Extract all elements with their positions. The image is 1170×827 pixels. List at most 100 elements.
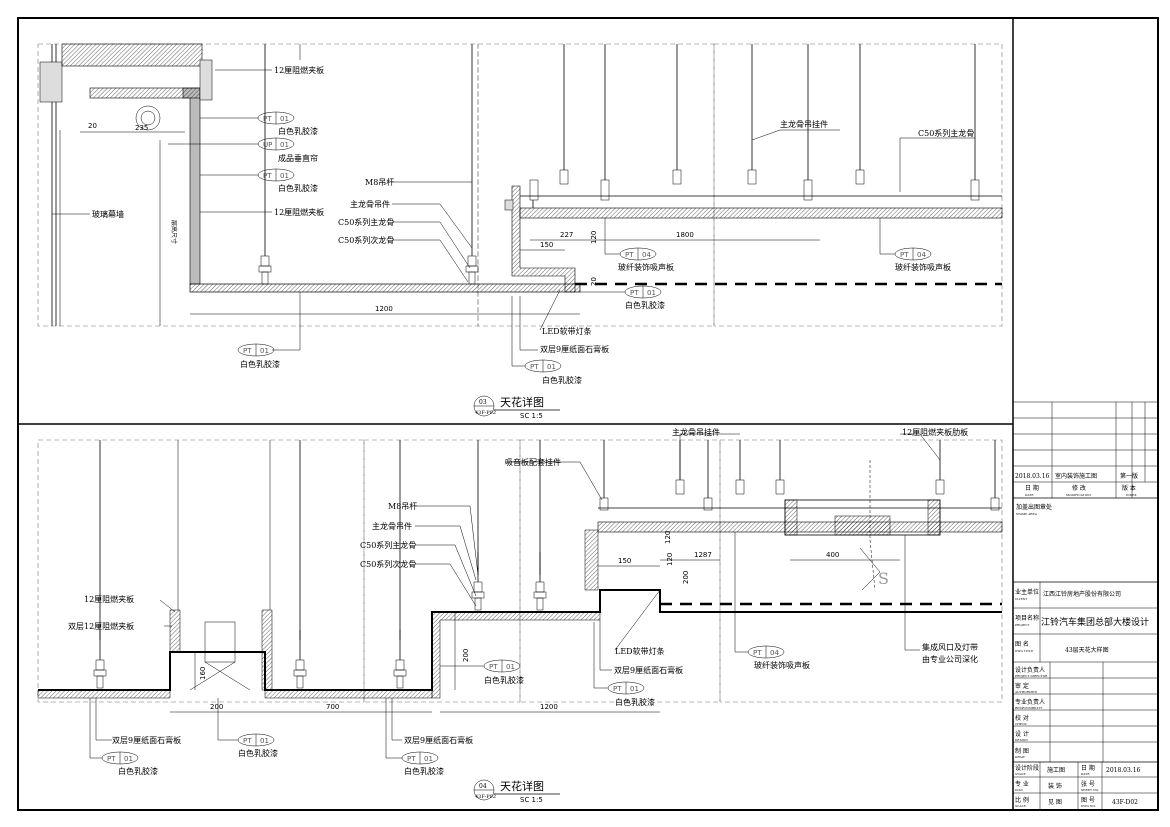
label-paint-a: 白色乳胶漆 [278,126,318,136]
right-hangers-04 [599,440,1000,511]
label-gypsum-m: 双层9厘纸面石膏板 [404,735,473,745]
label-c50-main: C50系列主龙骨 [338,217,394,227]
label-gypsum-r: 双层9厘纸面石膏板 [614,665,683,675]
labels-03: 12厘阻燃夹板 PT 01 白色乳胶漆 UP 01 成品垂直帘 PT 01 白色… [52,65,975,385]
detail-title-03: 03 43F-P02 天花详图 SC 1:5 [473,395,560,420]
label-acoustic-hanger: 吸音板配套挂件 [505,457,561,467]
ceiling-height-label: 层高尺寸 [170,220,178,244]
dim-160: 160 [199,667,207,680]
label-hanger-top: 主龙骨吊挂件 [672,427,720,437]
tag-code: 01 [280,115,289,123]
tag-code: 01 [506,663,515,671]
tag-pt: PT [263,172,272,180]
stamp-label: 加盖出图章处 [1016,503,1052,511]
label-c50-main-r: C50系列主龙骨 [918,128,974,138]
label-c50-sub: C50系列次龙骨 [360,559,416,569]
tag-pt: PT [630,289,639,297]
sheet-label-en: SHEET NO. [1081,788,1099,792]
dim-20b: 20 [590,277,598,286]
label-c50-sub: C50系列次龙骨 [338,235,394,245]
label-fiber-l: 玻纤装饰吸声板 [618,262,674,272]
detail-number: 03 [479,399,487,406]
date-value: 2018.03.16 [1106,767,1141,774]
label-paint-e: 白色乳胶漆 [240,359,280,369]
dim-400: 400 [826,551,839,559]
tag-code: 01 [280,141,289,149]
label-hanger-r: 主龙骨吊挂件 [780,119,828,129]
label-board12-mid: 12厘阻燃夹板 [274,207,324,217]
h-mod-en: MODIFICATION [1066,493,1091,497]
detail-scale: SC 1:5 [520,412,543,420]
tag-code: 01 [260,737,269,745]
label-hanger: 主龙骨吊件 [372,521,412,531]
tag-code: 01 [547,363,556,371]
dim-150: 150 [540,241,553,249]
tag-pt: PT [243,737,252,745]
dim-120: 120 [666,553,674,566]
rev-ver: 第一版 [1120,472,1138,480]
label-c50-main: C50系列主龙骨 [360,540,416,550]
role-en: AUTHORIZED [1014,690,1037,694]
label-paint-d: 白色乳胶漆 [542,375,582,385]
outer-frame [17,17,1159,811]
tag-pt: PT [530,363,539,371]
tag-pt: PT [753,649,762,657]
detail-04: S 150 1287 120 200 400 200 160 200 700 1… [37,427,1003,804]
dim-20: 20 [88,122,97,130]
dim-1200: 1200 [375,305,393,313]
role-cn: 校 对 [1015,714,1029,722]
tag-code: 01 [647,289,656,297]
stage-label: 设计阶段 [1015,764,1039,772]
dim-1200: 1200 [540,703,558,711]
client-label: 业主单位 [1015,588,1039,596]
h-ver: 版 本 [1122,484,1136,492]
label-paint-c: 白色乳胶漆 [625,300,665,310]
tag-pt: PT [613,685,622,693]
tag-code: 01 [280,172,289,180]
major-value: 装 饰 [1048,782,1062,790]
project-label: 项目名称 [1015,614,1039,622]
label-m8: M8吊杆 [365,177,394,187]
dim-200v: 200 [462,649,470,662]
role-cn: 设 计 [1015,730,1029,738]
major-label-en: DISC [1015,788,1024,792]
h-date-en: DATE [1025,493,1034,497]
role-cn: 制 图 [1015,747,1029,755]
labels-04: 主龙骨吊挂件 12厘阻燃夹板肋板 吸音板配套挂件 M8吊杆 主龙骨吊件 C50系… [68,427,978,776]
detail-title: 天花详图 [500,779,544,793]
detail-title: 天花详图 [500,395,544,409]
detail-03: 1200 20 235 227 150 1800 120 20 层高尺寸 12厘… [37,43,1003,420]
dim-200h: 200 [210,703,223,711]
sheet-no-value: 43F-D02 [1112,799,1138,806]
tag-pt: PT [625,251,634,259]
label-double-board12: 双层12厘阻燃夹板 [68,621,134,631]
label-curtain: 成品垂直帘 [278,153,318,163]
tag-pt: PT [243,347,252,355]
dwgno-label-en: DWG NO. [1081,804,1096,808]
label-paint-m: 白色乳胶漆 [404,766,444,776]
detail-title-04: 04 43F-P02 天花详图 SC 1:5 [473,779,560,804]
major-label: 专 业 [1015,780,1029,788]
dims-04: 150 1287 120 200 400 200 160 200 700 120… [170,531,900,713]
dims-03: 1200 20 235 227 150 1800 120 20 层高尺寸 [80,122,820,326]
vent-box: S [784,460,941,591]
detail-number: 04 [479,783,487,790]
dim-200: 200 [682,571,690,584]
label-paint-l2: 白色乳胶漆 [238,748,278,758]
tag-code: 01 [124,755,133,763]
label-paint-r: 白色乳胶漆 [615,697,655,707]
role-en: CHECK [1015,722,1027,726]
tag-up: UP [263,141,272,149]
detail-scale: SC 1:5 [520,796,543,804]
role-en: RESPONSIBILITY [1015,706,1042,710]
label-fiber-r: 玻纤装饰吸声板 [895,262,951,272]
title-block: 2018.03.16 室内装饰施工图 第一版 日 期 DATE 修 改 MODI… [1013,401,1158,810]
role-rows: 设计负责人 PROJECT DIRECTOR 审 定 AUTHORIZED 专业… [1013,666,1158,763]
role-cn: 审 定 [1015,682,1029,690]
label-led: LED软带灯条 [615,646,665,656]
label-hanger: 主龙骨吊件 [350,199,390,209]
dim-1287: 1287 [694,551,712,559]
detail-sheet-ref: 43F-P02 [475,794,496,800]
drawing-label-en: DWG TITLE [1015,649,1033,653]
